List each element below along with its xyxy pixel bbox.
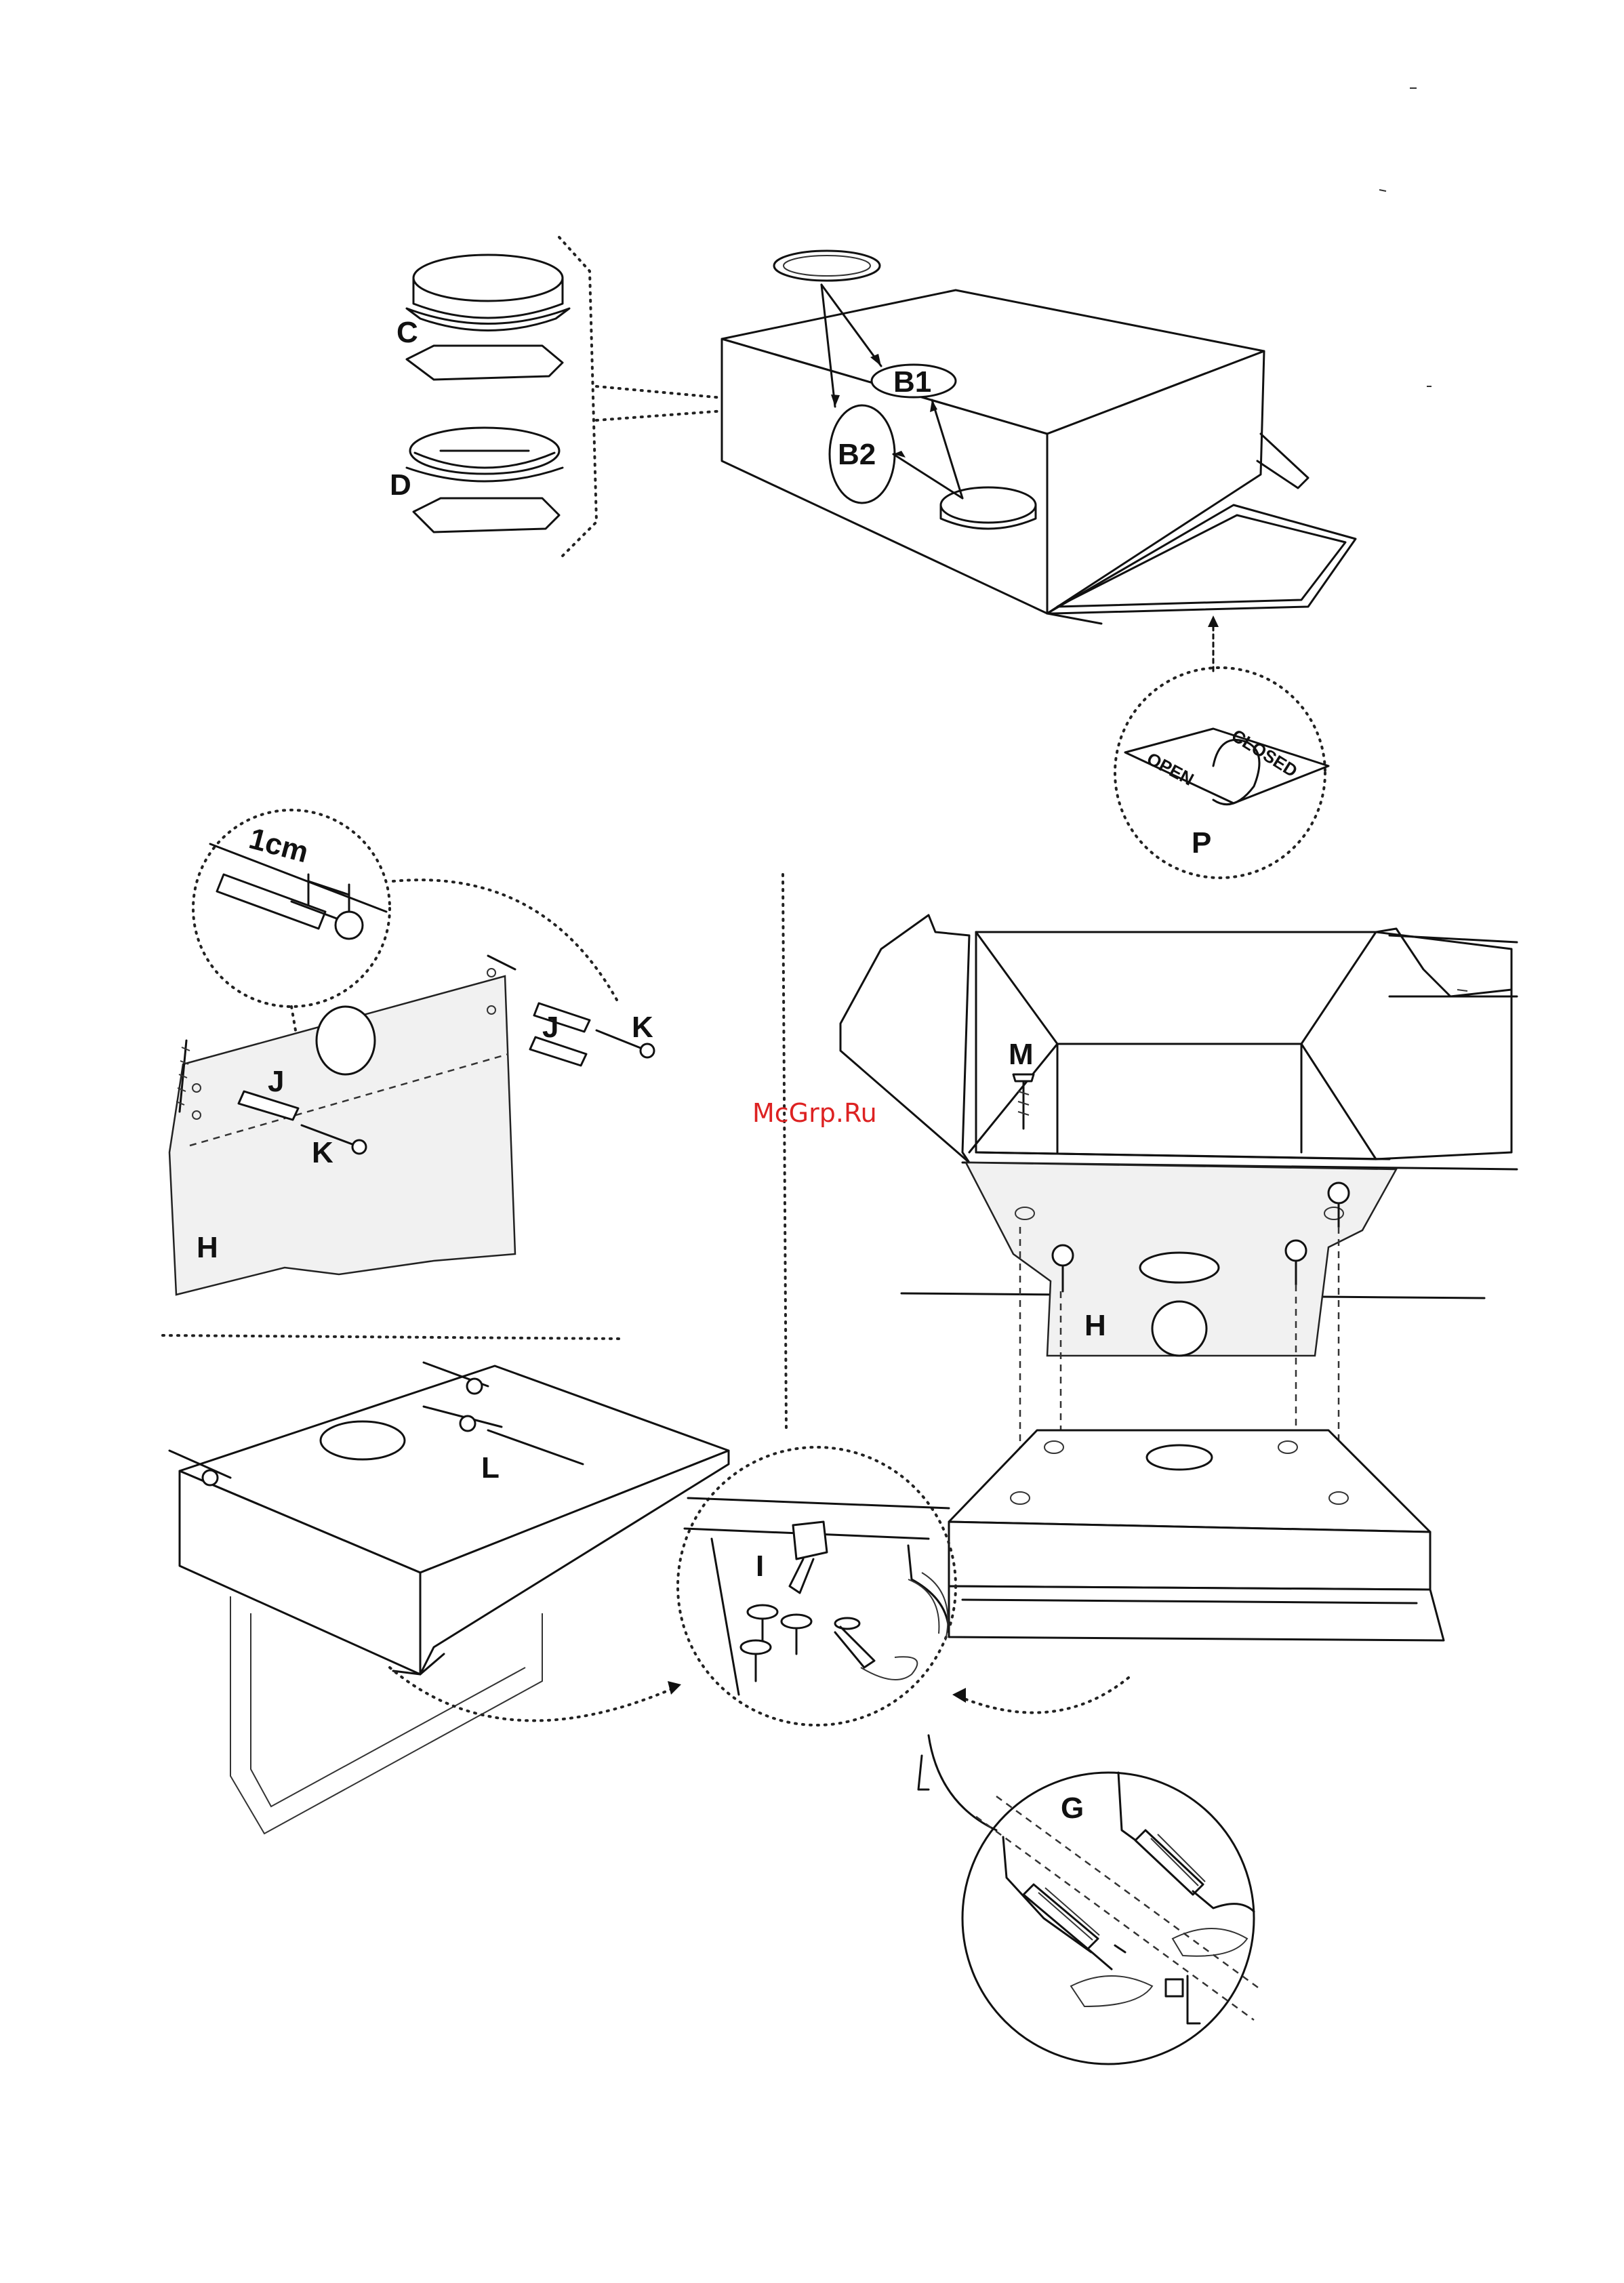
label-g: G — [1061, 1792, 1084, 1825]
detail-circle-i: I — [678, 1447, 956, 1725]
label-l: L — [481, 1451, 500, 1484]
label-c: C — [397, 316, 418, 349]
plate-hole — [1152, 1301, 1206, 1356]
panel-wall-drilling: 1cm — [169, 810, 654, 1295]
connector-g-upper — [1135, 1830, 1254, 1912]
label-h-right: H — [1084, 1309, 1106, 1342]
label-h-left: H — [197, 1231, 218, 1264]
label-d: D — [390, 468, 411, 502]
label-m: M — [1009, 1038, 1034, 1071]
label-j-right: J — [542, 1011, 559, 1044]
open-closed-slider: OPEN CLOSED — [1125, 725, 1328, 805]
arc-to-detail-i-right — [962, 1678, 1129, 1713]
scan-specks — [1379, 88, 1467, 991]
wall-cabinet — [840, 915, 1517, 1163]
hood-box — [722, 290, 1356, 624]
label-k-right: K — [632, 1011, 653, 1044]
part-c-flange — [407, 255, 569, 380]
separator-horizontal — [163, 1335, 624, 1339]
panel-wall-hanging: L — [169, 1362, 729, 1834]
detail-screws-i — [741, 1605, 874, 1681]
label-b2: B2 — [838, 438, 876, 471]
hood-ceiling — [949, 1430, 1444, 1640]
label-j-left: J — [268, 1065, 284, 1098]
panel-ceiling-mount: M H — [840, 915, 1517, 1640]
plate-slot — [1140, 1253, 1219, 1282]
connector-g-lower — [1023, 1884, 1200, 2023]
watermark: McGrp.Ru — [752, 1098, 877, 1128]
label-i: I — [756, 1550, 764, 1583]
panel-hood-outlets: C D B1 B2 — [390, 237, 1356, 878]
part-d-flap-valve — [407, 428, 563, 532]
wall-hole-left — [317, 1007, 375, 1074]
detail-circle-g: G — [918, 1735, 1261, 2064]
separator-vertical — [783, 874, 786, 1430]
dowels-j-right — [530, 1003, 590, 1066]
arc-to-detail-i — [390, 1668, 674, 1720]
connector-i — [790, 1522, 827, 1593]
dotted-bracket — [559, 237, 596, 559]
label-b1: B1 — [893, 365, 931, 399]
label-p: P — [1192, 826, 1211, 860]
hood-wall-outlet — [321, 1421, 405, 1459]
label-k-left: K — [312, 1136, 333, 1169]
